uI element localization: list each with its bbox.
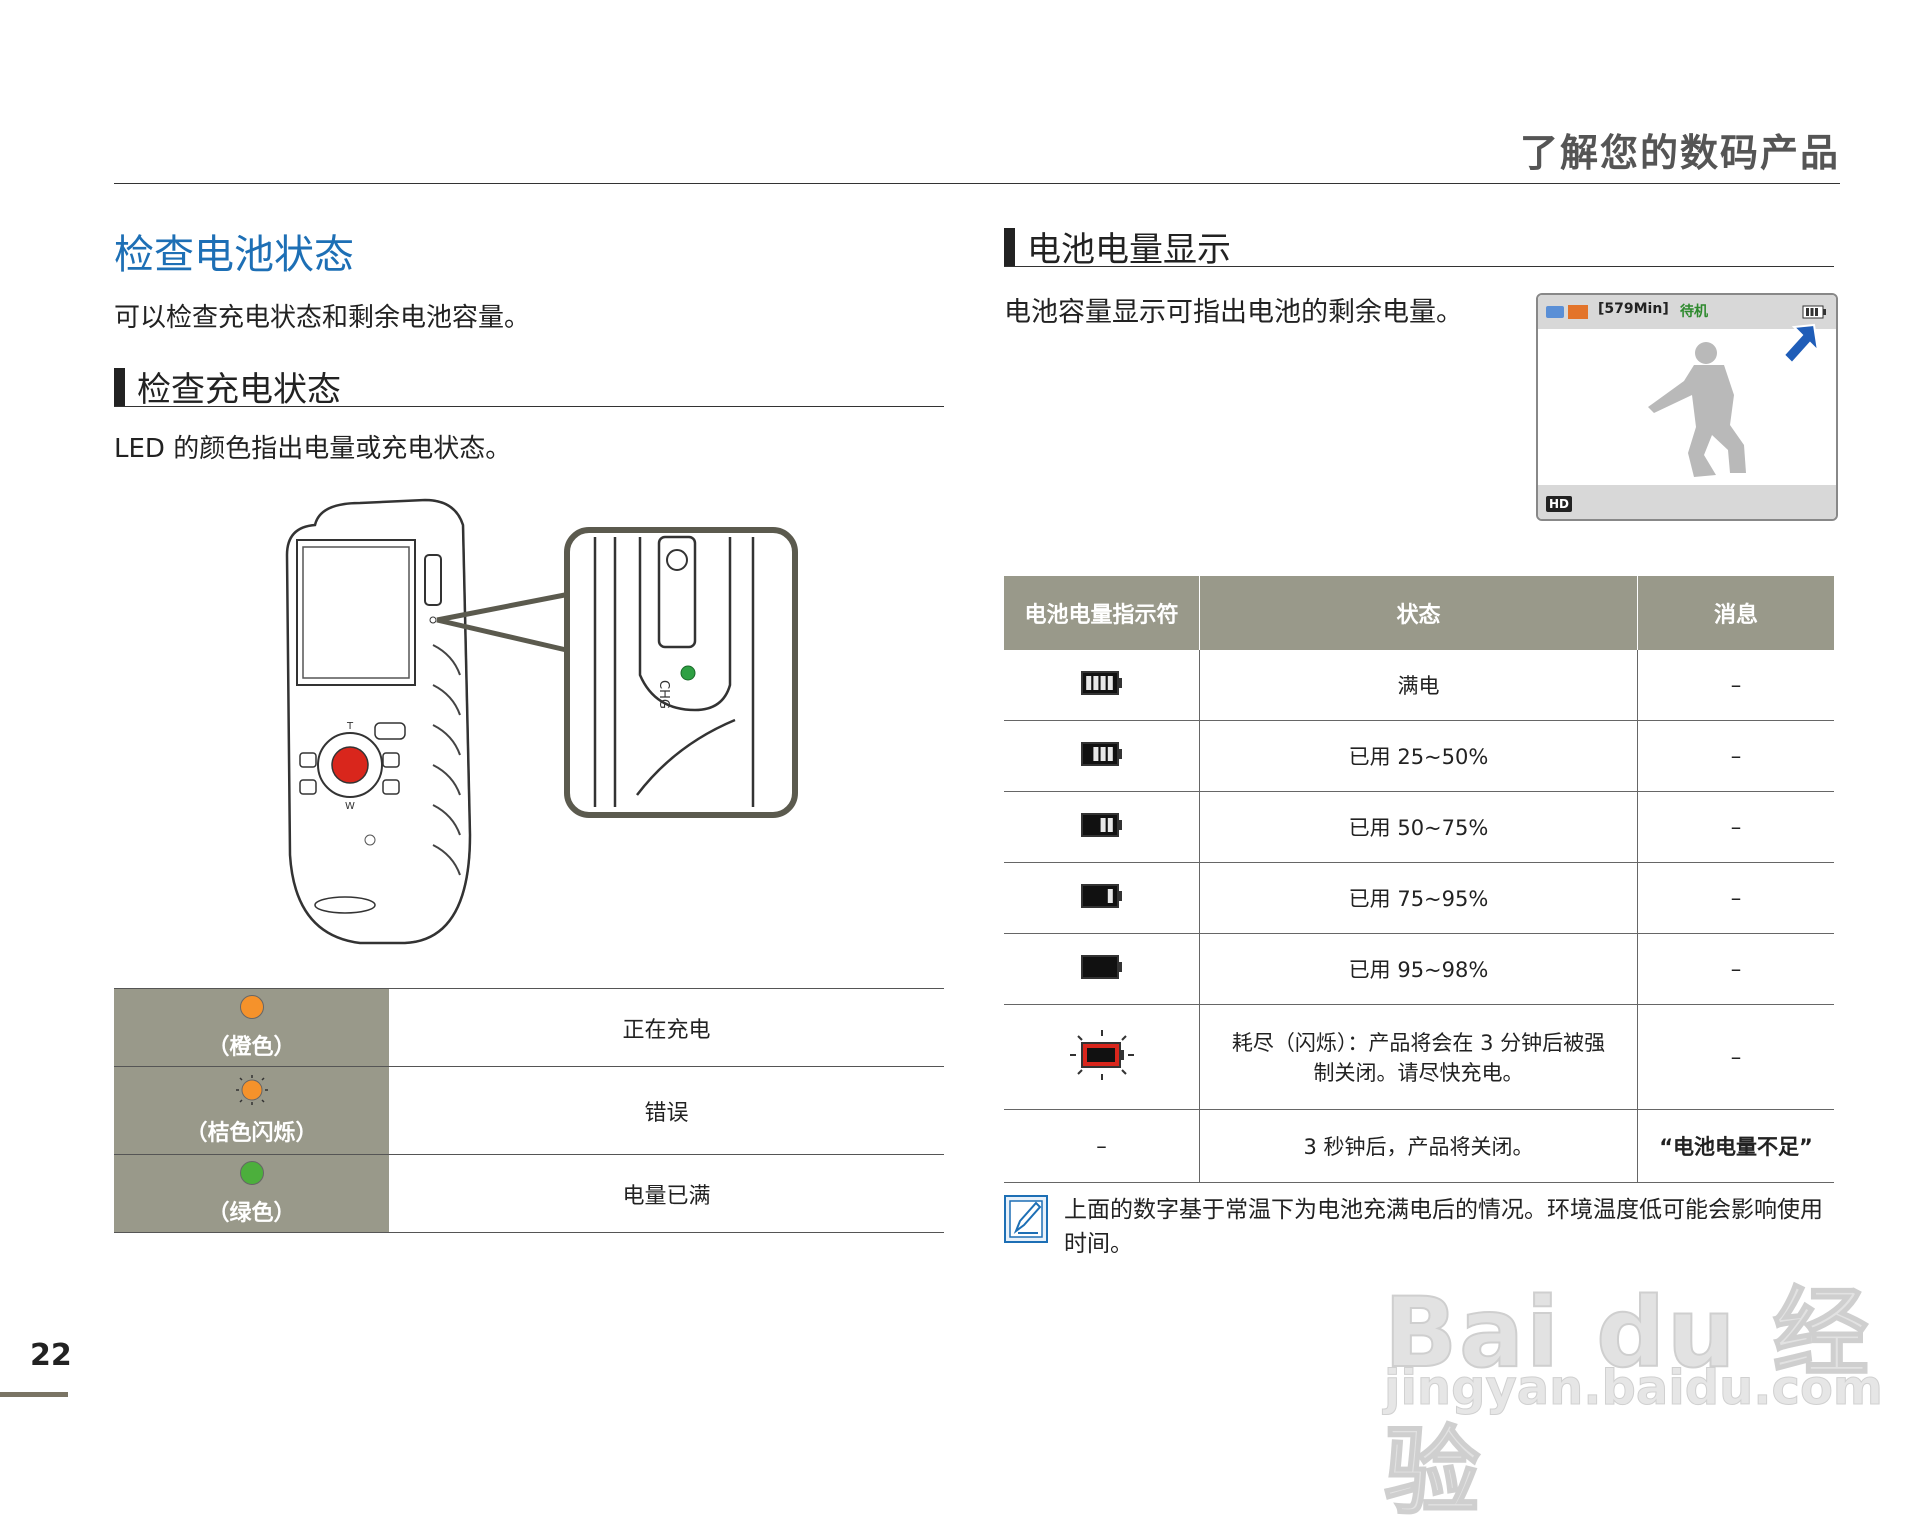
page-header-title: 了解您的数码产品 xyxy=(1519,131,1840,175)
standby-label: 待机 xyxy=(1680,304,1708,320)
led-status-label: 正在充电 xyxy=(389,988,944,1067)
battery-icon xyxy=(1802,305,1826,319)
battery-status: 已用 50~75% xyxy=(1199,791,1638,863)
led-status-label: 电量已满 xyxy=(389,1154,944,1233)
battery-indicator-cell xyxy=(1004,862,1200,934)
header-indicator: 电池电量指示符 xyxy=(1004,576,1200,650)
mode-icons xyxy=(1546,305,1588,319)
table-header-row: 电池电量指示符 状态 消息 xyxy=(1004,576,1834,650)
battery-quarter-icon xyxy=(1080,883,1122,908)
header-message: 消息 xyxy=(1637,576,1834,650)
heading-bar xyxy=(1004,227,1015,266)
lcd-preview: [579Min] 待机 HD xyxy=(1536,293,1838,521)
charge-status-heading-text: 检查充电状态 xyxy=(137,370,341,410)
battery-message: – xyxy=(1637,933,1834,1005)
battery-status: 3 秒钟后，产品将关闭。 xyxy=(1199,1109,1638,1183)
led-color-cell: （桔色闪烁） xyxy=(114,1066,389,1155)
zoom-t-label: T xyxy=(346,721,354,732)
table-row: – 3 秒钟后，产品将关闭。 “电池电量不足” xyxy=(1004,1109,1834,1183)
led-color-cell: （橙色） xyxy=(114,988,389,1067)
table-row: （绿色） 电量已满 xyxy=(114,1154,944,1233)
watermark-url: jingyan.baidu.com xyxy=(1384,1360,1884,1417)
recording-time: [579Min] xyxy=(1598,301,1669,317)
hd-badge: HD xyxy=(1546,496,1573,512)
section-intro: 可以检查充电状态和剩余电池容量。 xyxy=(114,303,531,333)
table-row: （橙色） 正在充电 xyxy=(114,988,944,1067)
battery-status-line: 耗尽（闪烁）：产品将会在 3 分钟后被强 xyxy=(1231,1031,1606,1055)
battery-indicator-cell xyxy=(1004,720,1200,792)
zoom-w-label: W xyxy=(345,801,355,812)
battery-empty-icon xyxy=(1080,954,1122,979)
led-color-label: （绿色） xyxy=(207,1200,296,1226)
battery-indicator-cell xyxy=(1004,1004,1200,1110)
table-row: 已用 50~75% – xyxy=(1004,791,1834,863)
battery-level-table: 电池电量指示符 状态 消息 满电 – 已用 25~50% – 已用 50~75%… xyxy=(1004,576,1834,1183)
heading-bar xyxy=(114,367,125,406)
table-row: 耗尽（闪烁）：产品将会在 3 分钟后被强 制关闭。请尽快充电。 – xyxy=(1004,1004,1834,1110)
lcd-top-bar: [579Min] 待机 xyxy=(1538,295,1836,329)
header-status: 状态 xyxy=(1199,576,1638,650)
battery-full-icon xyxy=(1080,670,1122,695)
battery-description: 电池容量显示可指出电池的剩余电量。 xyxy=(1004,297,1463,328)
led-color-label: （桔色闪烁） xyxy=(185,1120,318,1146)
battery-status-line: 制关闭。请尽快充电。 xyxy=(1313,1061,1524,1085)
battery-status: 已用 75~95% xyxy=(1199,862,1638,934)
battery-display-heading-text: 电池电量显示 xyxy=(1027,230,1231,270)
chg-label: CHG xyxy=(656,680,671,709)
led-orange-blink-icon xyxy=(235,1074,268,1105)
charge-status-heading: 检查充电状态 xyxy=(114,362,341,411)
battery-message: – xyxy=(1637,720,1834,792)
led-color-cell: （绿色） xyxy=(114,1154,389,1233)
table-row: 已用 95~98% – xyxy=(1004,933,1834,1005)
led-orange-icon xyxy=(239,994,264,1019)
skater-figure-icon xyxy=(1648,342,1746,477)
battery-status: 已用 95~98% xyxy=(1199,933,1638,1005)
table-row: 已用 25~50% – xyxy=(1004,720,1834,792)
section-title: 检查电池状态 xyxy=(114,232,354,278)
page-number: 22 xyxy=(30,1338,72,1373)
battery-message: – xyxy=(1637,791,1834,863)
header-divider xyxy=(114,183,1840,184)
battery-status: 耗尽（闪烁）：产品将会在 3 分钟后被强 制关闭。请尽快充电。 xyxy=(1199,1004,1638,1110)
battery-half-icon xyxy=(1080,812,1122,837)
battery-indicator-cell xyxy=(1004,791,1200,863)
charge-heading-rule xyxy=(114,406,944,407)
table-row: （桔色闪烁） 错误 xyxy=(114,1066,944,1155)
battery-indicator-cell: – xyxy=(1004,1109,1200,1183)
table-row: 已用 75~95% – xyxy=(1004,862,1834,934)
arrow-icon xyxy=(1782,323,1820,365)
battery-message: “电池电量不足” xyxy=(1637,1109,1834,1183)
camcorder-illustration: T W CHG xyxy=(285,498,798,945)
table-row: 满电 – xyxy=(1004,650,1834,721)
battery-message: – xyxy=(1637,862,1834,934)
note-text: 上面的数字基于常温下为电池充满电后的情况。环境温度低可能会影响使用时间。 xyxy=(1064,1197,1823,1257)
led-status-table: （橙色） 正在充电 （桔色闪烁） 错误 （绿色） 电量已满 xyxy=(114,988,944,1233)
battery-message: – xyxy=(1637,650,1834,721)
battery-heading-rule xyxy=(1004,266,1834,267)
battery-indicator-cell xyxy=(1004,650,1200,721)
battery-indicator-cell xyxy=(1004,933,1200,1005)
led-intro: LED 的颜色指出电量或充电状态。 xyxy=(114,434,512,464)
battery-display-heading: 电池电量显示 xyxy=(1004,222,1231,271)
note-icon xyxy=(1004,1195,1048,1243)
battery-status: 满电 xyxy=(1199,650,1638,721)
led-status-label: 错误 xyxy=(389,1066,944,1155)
battery-depleted-blink-icon xyxy=(1069,1029,1134,1080)
page-number-rule xyxy=(0,1392,68,1397)
lcd-bottom-bar: HD xyxy=(1538,485,1836,519)
battery-message: – xyxy=(1637,1004,1834,1110)
led-green-icon xyxy=(239,1160,264,1185)
battery-status: 已用 25~50% xyxy=(1199,720,1638,792)
led-color-label: （橙色） xyxy=(207,1034,296,1060)
battery-three-quarter-icon xyxy=(1080,741,1122,766)
